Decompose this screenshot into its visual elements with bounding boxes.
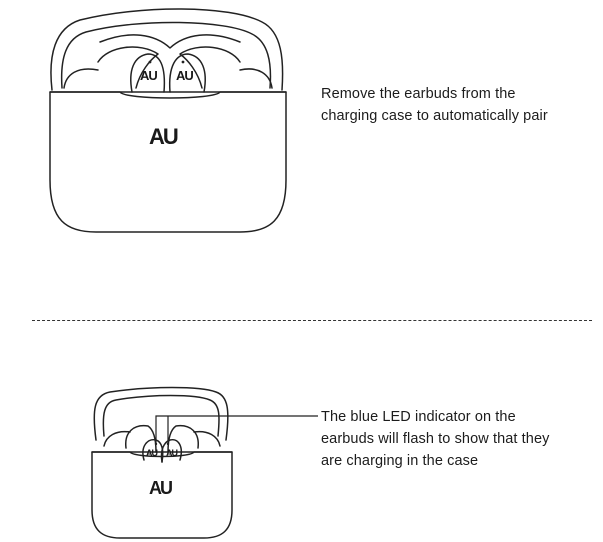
case-logo-bottom: AU <box>149 478 173 498</box>
caption-line: Remove the earbuds from the <box>321 86 516 102</box>
earbud-logo-right-top: AU <box>176 68 194 83</box>
earbud-logo-left-bottom: AU <box>146 448 158 458</box>
caption-line: earbuds will flash to show that they <box>321 431 550 447</box>
caption-line: The blue LED indicator on the <box>321 409 516 425</box>
dashed-divider <box>32 320 592 321</box>
caption-line: are charging in the case <box>321 453 479 469</box>
earbud-logo-right-bottom: AU <box>166 448 178 458</box>
led-callout-line <box>155 415 318 444</box>
remove-earbuds-caption: Remove the earbuds from the charging cas… <box>321 83 591 127</box>
led-indicator-caption: The blue LED indicator on the earbuds wi… <box>321 406 591 472</box>
earbud-logo-left-top: AU <box>140 68 158 83</box>
charging-case-bottom <box>91 386 233 539</box>
open-charging-case-top <box>49 8 287 233</box>
case-logo-top: AU <box>149 124 179 149</box>
caption-line: charging case to automatically pair <box>321 108 548 124</box>
